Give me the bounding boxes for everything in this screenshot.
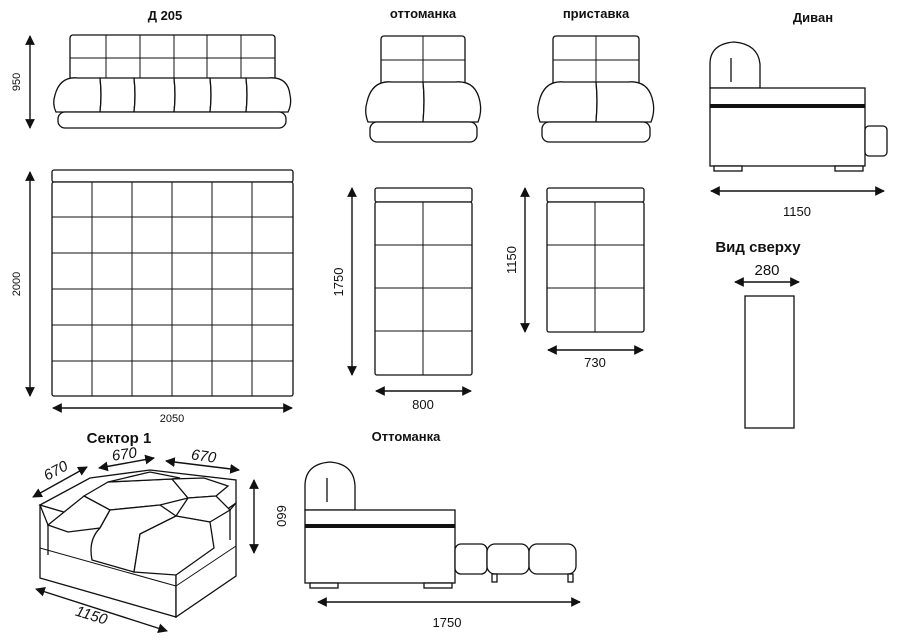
dim-ottoman-width: 800 — [412, 397, 434, 412]
dim-model-depth: 2000 — [11, 272, 23, 296]
dim-sofa-depth: 1150 — [783, 204, 811, 219]
dim-sector-b: 670 — [111, 444, 139, 464]
dim-top-view-width: 280 — [754, 262, 779, 279]
title-sofa: Диван — [793, 10, 833, 25]
dim-extension-width: 730 — [584, 355, 606, 370]
extension-front-view — [537, 35, 655, 143]
title-model: Д 205 — [148, 8, 183, 23]
dim-extension-length: 1150 — [504, 246, 519, 274]
sofa-side-view — [709, 41, 888, 172]
title-ottoman-side: Оттоманка — [372, 429, 441, 444]
dim-sector-a: 670 — [41, 457, 72, 484]
armrest-top-view — [744, 295, 795, 429]
dim-arrow-sector-b — [98, 454, 155, 472]
ottoman-side-view — [304, 461, 577, 589]
sofa-top-view-grid — [51, 169, 294, 397]
ottoman-top-view — [374, 187, 473, 376]
dim-sector-height: 660 — [274, 505, 289, 527]
dim-arrow-sector-depth — [35, 587, 168, 633]
title-top-view: Вид сверху — [715, 239, 801, 256]
extension-top-view — [546, 187, 645, 333]
sofa-front-view — [53, 34, 292, 129]
dim-model-width: 2050 — [160, 413, 184, 425]
title-extension: приставка — [563, 6, 630, 21]
dim-sector-depth: 1150 — [73, 603, 109, 629]
dim-arrow-sector-a — [32, 466, 88, 498]
dim-ottoman-side-length: 1750 — [433, 615, 462, 630]
ottoman-front-view — [365, 35, 482, 143]
title-sector: Сектор 1 — [87, 430, 152, 447]
dim-arrow-sector-c — [165, 457, 240, 474]
dim-ottoman-length: 1750 — [331, 268, 346, 297]
title-ottoman-top: оттоманка — [390, 6, 457, 21]
dim-model-height: 950 — [11, 73, 23, 91]
dim-sector-c: 670 — [190, 446, 218, 466]
sector-corner-view — [38, 469, 237, 619]
